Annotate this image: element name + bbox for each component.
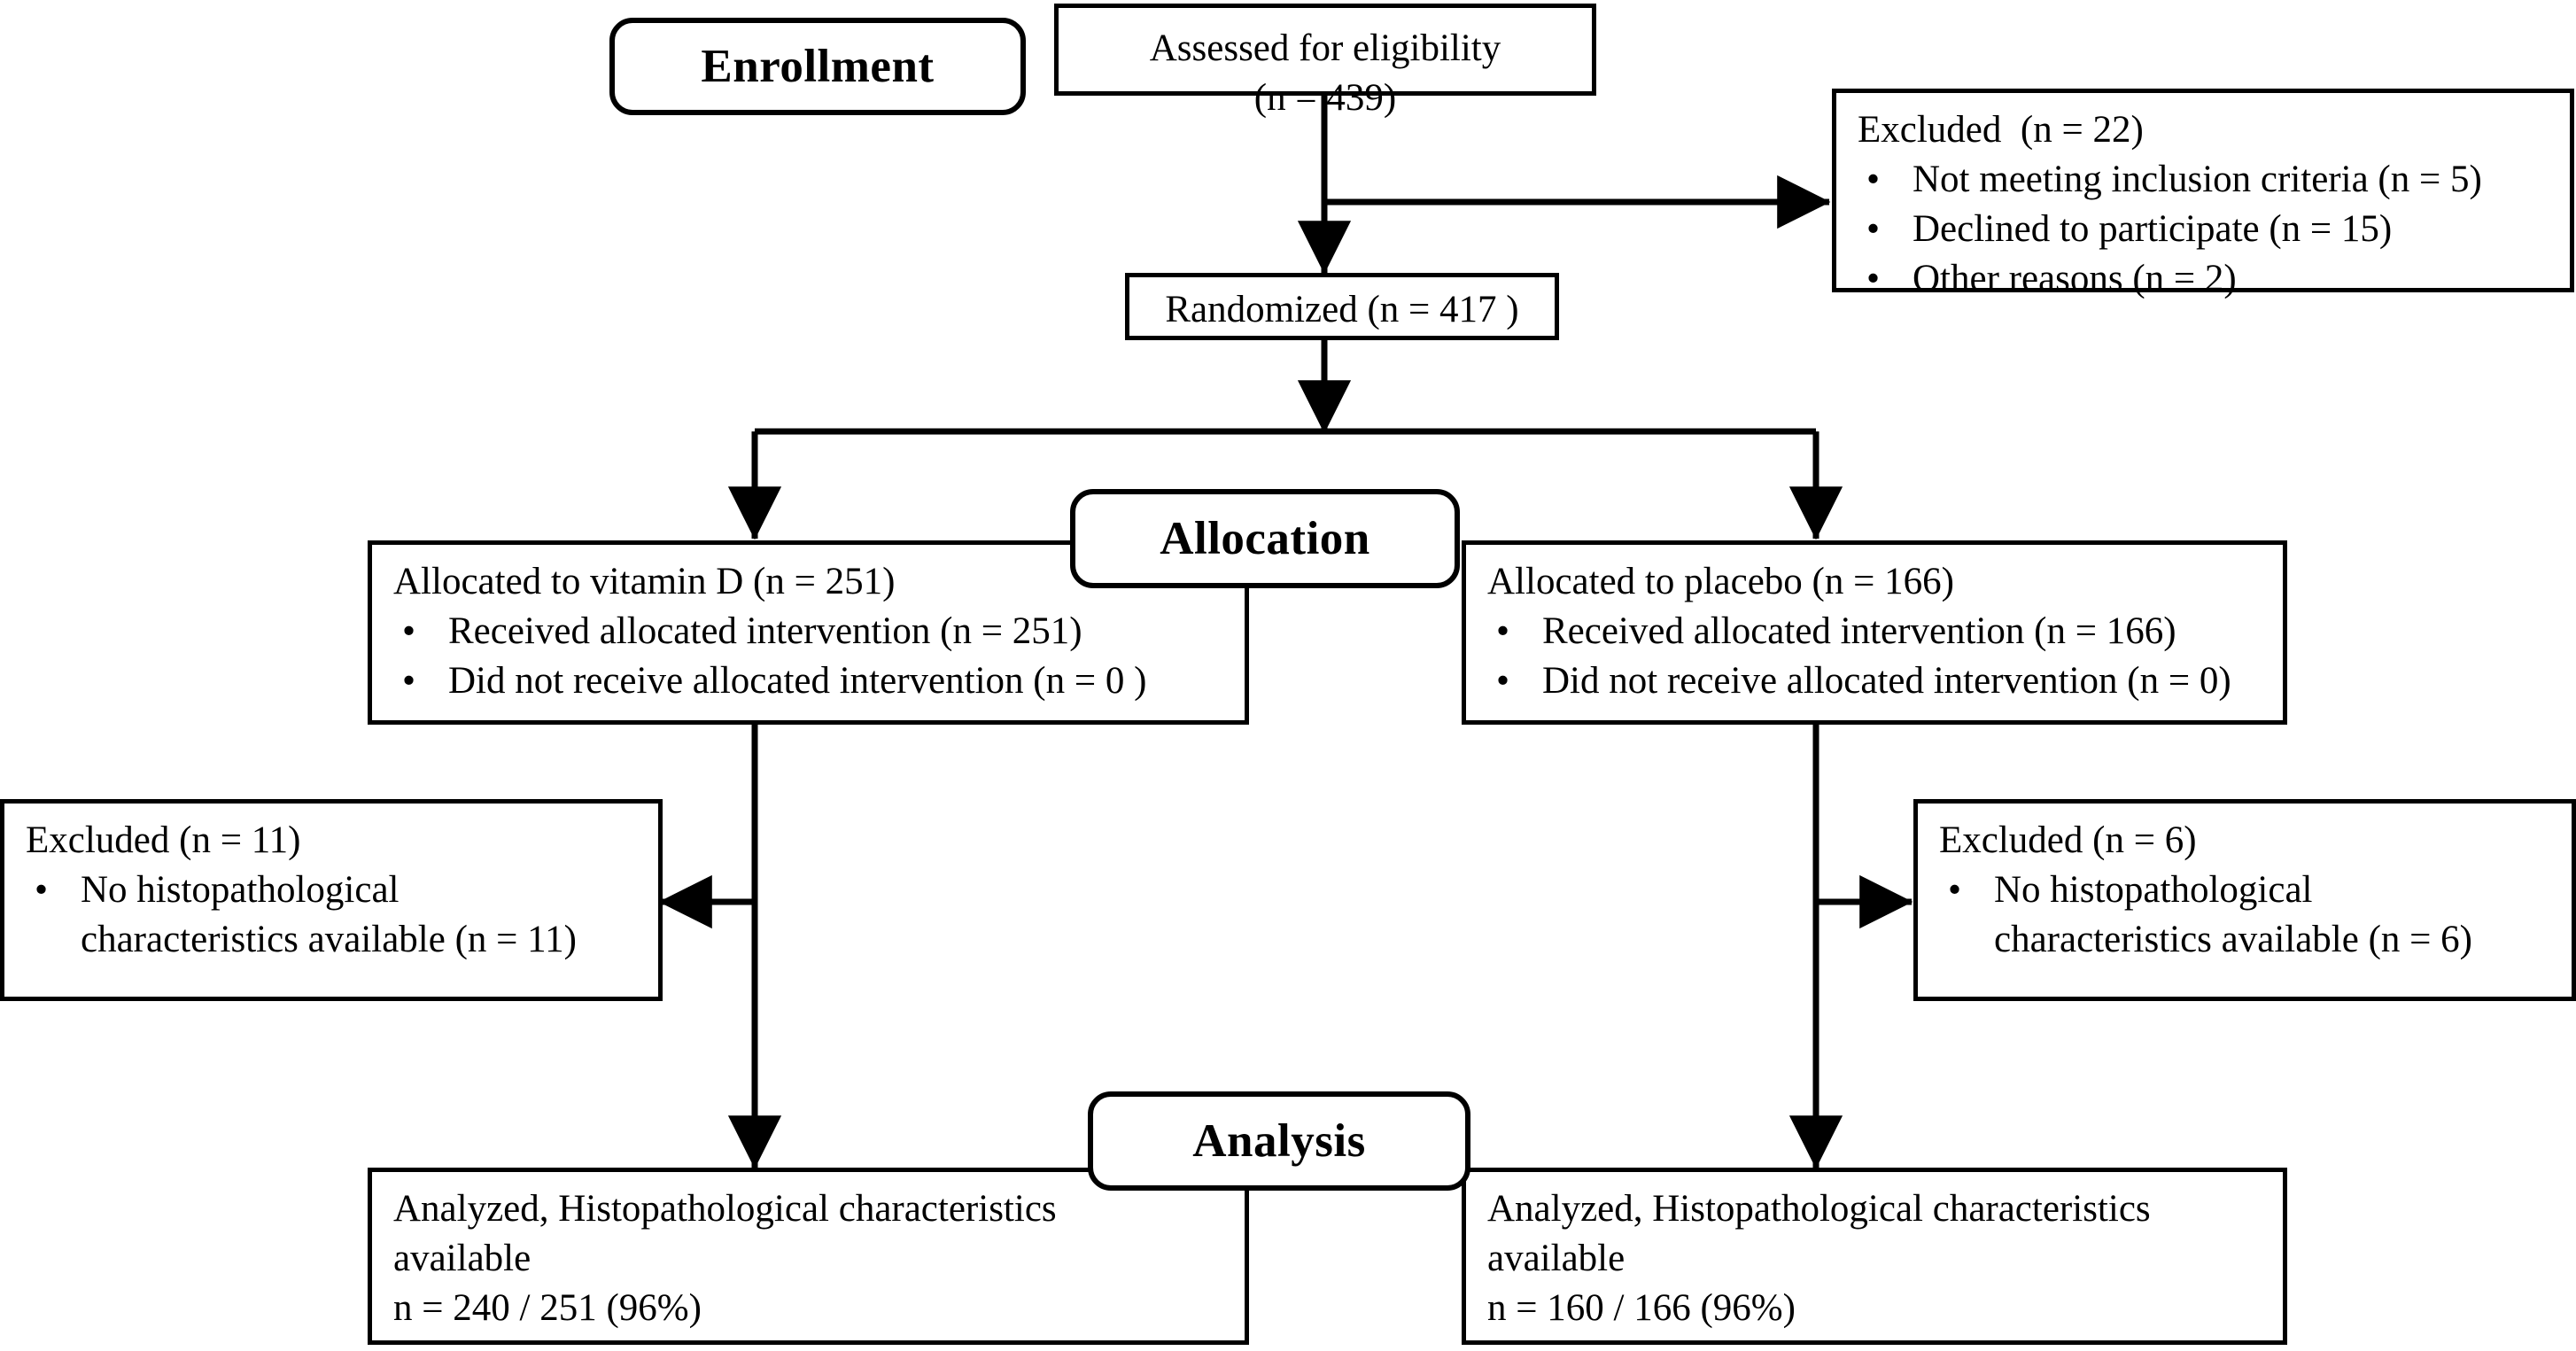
node-randomized: Randomized (n = 417 ) bbox=[1125, 273, 1559, 340]
node-allocated-vitamin-d: Allocated to vitamin D (n = 251) Receive… bbox=[368, 540, 1249, 725]
stage-label-allocation-text: Allocation bbox=[1160, 513, 1370, 564]
list-item: Declined to participate (n = 15) bbox=[1858, 205, 2552, 254]
node-analyzed-placebo: Analyzed, Histopathological characterist… bbox=[1462, 1168, 2287, 1345]
stage-label-allocation: Allocation bbox=[1070, 489, 1460, 588]
stage-label-enrollment-text: Enrollment bbox=[701, 41, 935, 92]
analyzed-left-line-1: Analyzed, Histopathological characterist… bbox=[393, 1188, 1057, 1230]
list-item: No histopathological characteristics ava… bbox=[1939, 866, 2554, 965]
node-excluded-top: Excluded (n = 22) Not meeting inclusion … bbox=[1832, 89, 2574, 303]
list-item: Did not receive allocated intervention (… bbox=[393, 656, 1227, 706]
analyzed-left-line-2: available bbox=[393, 1237, 531, 1279]
alloc-right-bullet-list: Received allocated intervention (n = 166… bbox=[1487, 607, 2265, 706]
excluded-left-bullet-list: No histopathological characteristics ava… bbox=[26, 866, 640, 965]
assessed-line-1: Assessed for eligibility bbox=[1149, 27, 1501, 69]
randomized-text: Randomized (n = 417 ) bbox=[1165, 289, 1519, 330]
list-item: No histopathological characteristics ava… bbox=[26, 866, 640, 965]
stage-label-enrollment: Enrollment bbox=[609, 18, 1026, 115]
list-item: Did not receive allocated intervention (… bbox=[1487, 656, 2265, 706]
list-item: Received allocated intervention (n = 166… bbox=[1487, 607, 2265, 656]
node-excluded-right: Excluded (n = 6) No histopathological ch… bbox=[1913, 799, 2576, 1001]
excluded-left-heading: Excluded (n = 11) bbox=[26, 819, 301, 861]
node-analyzed-vitamin-d: Analyzed, Histopathological characterist… bbox=[368, 1168, 1249, 1345]
analyzed-right-line-1: Analyzed, Histopathological characterist… bbox=[1487, 1188, 2151, 1230]
analyzed-right-line-3: n = 160 / 166 (96%) bbox=[1487, 1286, 1796, 1329]
list-item: Received allocated intervention (n = 251… bbox=[393, 607, 1227, 656]
stage-label-analysis: Analysis bbox=[1088, 1091, 1470, 1191]
list-item: Not meeting inclusion criteria (n = 5) bbox=[1858, 155, 2552, 205]
alloc-left-heading: Allocated to vitamin D (n = 251) bbox=[393, 561, 896, 602]
alloc-left-bullet-list: Received allocated intervention (n = 251… bbox=[393, 607, 1227, 706]
node-allocated-placebo: Allocated to placebo (n = 166) Received … bbox=[1462, 540, 2287, 725]
analyzed-left-line-3: n = 240 / 251 (96%) bbox=[393, 1286, 702, 1329]
analyzed-right-line-2: available bbox=[1487, 1237, 1626, 1279]
excluded-right-heading: Excluded (n = 6) bbox=[1939, 819, 2197, 861]
stage-label-analysis-text: Analysis bbox=[1192, 1115, 1366, 1167]
excluded-top-heading: Excluded (n = 22) bbox=[1858, 109, 2144, 151]
excluded-top-bullet-list: Not meeting inclusion criteria (n = 5) D… bbox=[1858, 155, 2552, 304]
list-item: Other reasons (n = 2) bbox=[1858, 254, 2552, 304]
assessed-line-2: (n = 439) bbox=[1253, 76, 1397, 119]
node-excluded-left: Excluded (n = 11) No histopathological c… bbox=[0, 799, 663, 1001]
alloc-right-heading: Allocated to placebo (n = 166) bbox=[1487, 561, 1954, 602]
excluded-right-bullet-list: No histopathological characteristics ava… bbox=[1939, 866, 2554, 965]
node-assessed-for-eligibility: Assessed for eligibility (n = 439) bbox=[1054, 4, 1596, 119]
